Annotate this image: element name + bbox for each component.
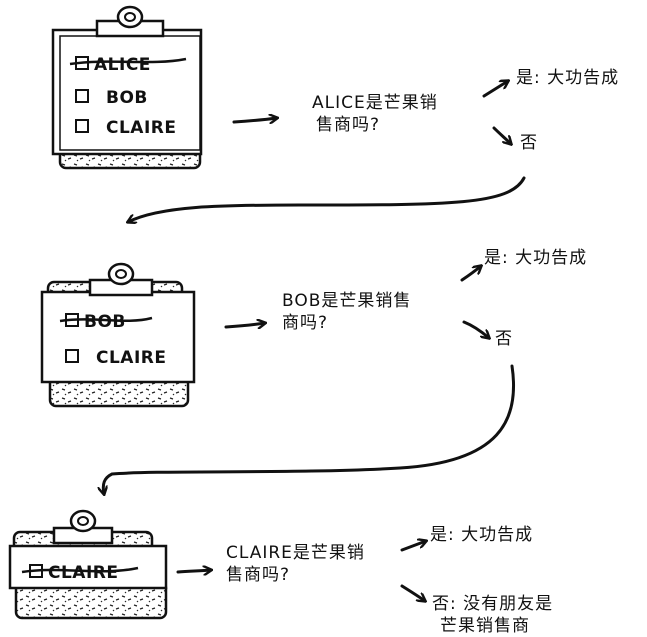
- answer-yes-1: 是: 大功告成: [516, 68, 620, 88]
- question-1-line-2: 售商吗?: [316, 115, 381, 135]
- crossed-item-claire: CLAIRE: [48, 563, 119, 583]
- answer-no-3-line-2: 芒果销售商: [440, 616, 530, 636]
- list-item-claire: CLAIRE: [106, 118, 177, 138]
- question-2-line-2: 商吗?: [282, 313, 329, 333]
- answer-yes-2: 是: 大功告成: [484, 248, 588, 268]
- question-2: BOB是芒果销售 商吗?: [282, 290, 411, 334]
- arrow-no-2: [462, 320, 489, 338]
- arrow-yes-3: [400, 541, 426, 552]
- answer-yes-3: 是: 大功告成: [430, 525, 534, 545]
- arrow-yes-2: [460, 266, 481, 282]
- arrow-to-question-2: [224, 323, 265, 327]
- answer-no-1: 否: [520, 133, 538, 153]
- arrow-no-1: [492, 126, 511, 144]
- arrow-yes-1: [482, 81, 508, 98]
- arrow-down-1: [128, 176, 526, 222]
- question-1: ALICE是芒果销 售商吗?: [312, 92, 438, 136]
- clipboard-2-icon: BOB CLAIRE: [40, 262, 196, 408]
- question-2-line-1: BOB是芒果销售: [282, 291, 412, 311]
- arrow-to-question-3: [176, 570, 211, 572]
- crossed-item-bob: BOB: [84, 312, 126, 332]
- clipboard-3-icon: CLAIRE: [8, 509, 168, 620]
- clipboard-1-icon: ALICE BOB CLAIRE: [51, 5, 203, 170]
- answer-no-3-line-1: 否: 没有朋友是: [432, 594, 554, 614]
- answer-no-3: 否: 没有朋友是 芒果销售商: [432, 593, 553, 637]
- question-1-line-1: ALICE是芒果销: [312, 93, 438, 113]
- arrow-no-3: [400, 584, 425, 601]
- list-item-bob: BOB: [106, 88, 148, 108]
- question-3: CLAIRE是芒果销 售商吗?: [226, 542, 365, 586]
- list-item-claire: CLAIRE: [96, 348, 167, 368]
- question-3-line-2: 售商吗?: [226, 565, 291, 585]
- arrow-down-2: [103, 364, 516, 494]
- question-3-line-1: CLAIRE是芒果销: [226, 543, 365, 563]
- answer-no-2: 否: [495, 329, 513, 349]
- arrows: [103, 81, 526, 601]
- arrow-to-question-1: [232, 118, 277, 122]
- crossed-item-alice: ALICE: [94, 55, 151, 75]
